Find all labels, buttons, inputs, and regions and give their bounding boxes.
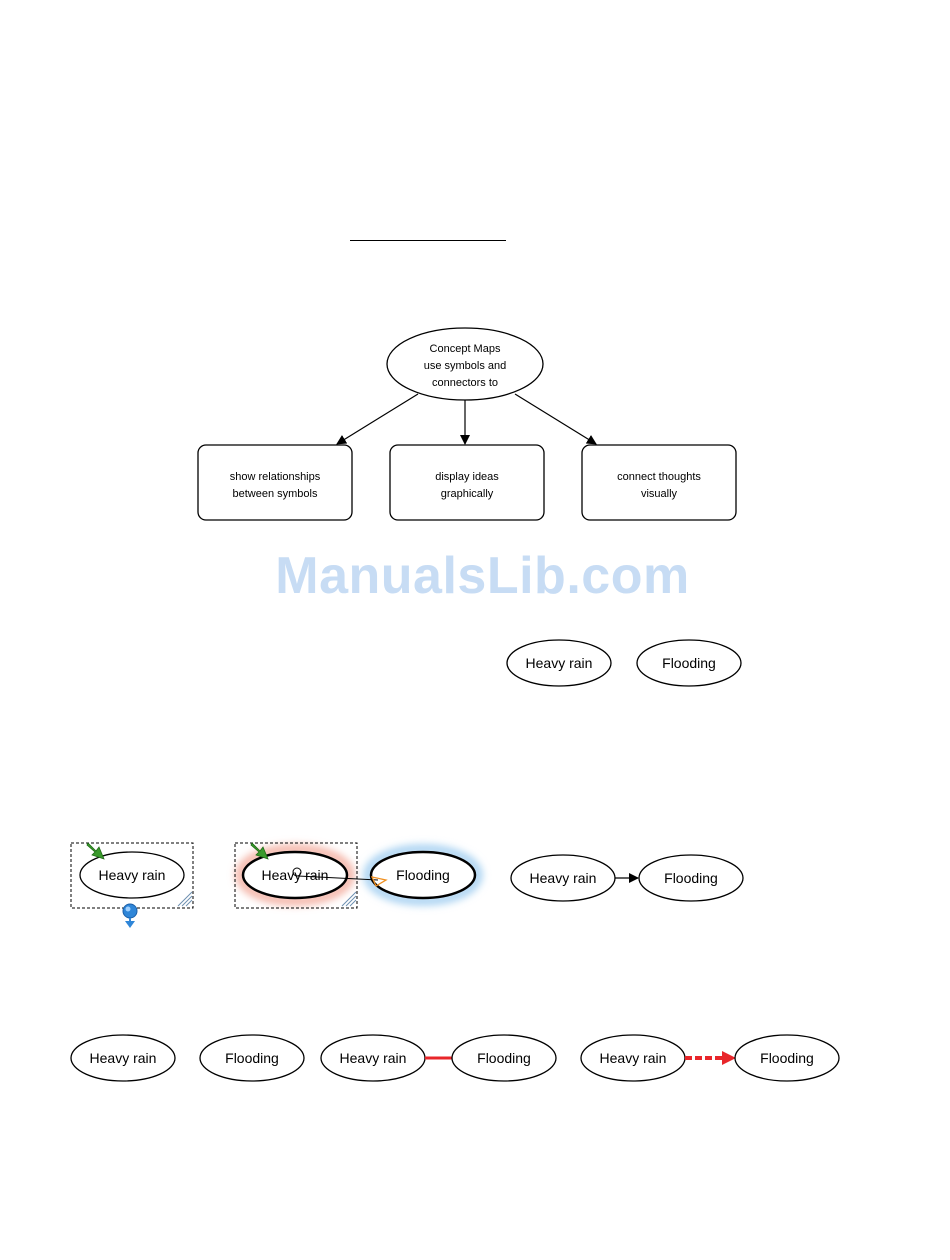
connector-right bbox=[515, 394, 596, 444]
svg-text:visually: visually bbox=[641, 488, 678, 500]
center-node-line-2: use symbols and bbox=[424, 360, 507, 372]
center-node-line-1: Concept Maps bbox=[430, 343, 501, 355]
svg-text:Heavy rain: Heavy rain bbox=[600, 1050, 667, 1066]
step-connected-result: Heavy rain Flooding bbox=[511, 855, 743, 901]
svg-text:Heavy rain: Heavy rain bbox=[90, 1050, 157, 1066]
box-ideas-line-1: display ideas bbox=[435, 471, 499, 483]
connector-left bbox=[337, 394, 418, 444]
step-drag-connector: Heavy rain Flooding bbox=[235, 843, 478, 908]
flooding-label: Flooding bbox=[396, 867, 450, 883]
green-arrow-icon[interactable] bbox=[87, 843, 104, 859]
heavy-rain-label: Heavy rain bbox=[526, 655, 593, 671]
svg-text:Flooding: Flooding bbox=[477, 1050, 531, 1066]
box-thoughts-line-2: visually bbox=[641, 488, 678, 500]
svg-text:use symbols and: use symbols and bbox=[424, 360, 507, 372]
heavy-rain-label: Heavy rain bbox=[340, 1050, 407, 1066]
svg-text:Flooding: Flooding bbox=[225, 1050, 279, 1066]
svg-text:Flooding: Flooding bbox=[396, 867, 450, 883]
box-ideas-line-2: graphically bbox=[441, 488, 494, 500]
flooding-label: Flooding bbox=[225, 1050, 279, 1066]
heavy-rain-label: Heavy rain bbox=[600, 1050, 667, 1066]
watermark: ManualsLib.com bbox=[0, 546, 950, 606]
heavy-rain-label: Heavy rain bbox=[530, 870, 597, 886]
svg-text:Flooding: Flooding bbox=[662, 655, 716, 671]
svg-text:connectors to: connectors to bbox=[432, 377, 498, 389]
svg-text:Heavy rain: Heavy rain bbox=[99, 867, 166, 883]
link-style-examples: Heavy rain Flooding Heavy rain Flooding … bbox=[71, 1035, 839, 1081]
svg-text:display ideas: display ideas bbox=[435, 471, 499, 483]
box-relationships-line-1: show relationships bbox=[230, 471, 321, 483]
svg-text:graphically: graphically bbox=[441, 488, 494, 500]
resize-handle-icon[interactable] bbox=[178, 892, 192, 906]
heavy-rain-label: Heavy rain bbox=[99, 867, 166, 883]
connector-handle-icon[interactable] bbox=[123, 904, 137, 928]
box-relationships-line-2: between symbols bbox=[233, 488, 318, 500]
two-symbols-example: Heavy rain Flooding bbox=[507, 640, 741, 686]
svg-text:Concept Maps: Concept Maps bbox=[430, 343, 501, 355]
svg-text:Heavy rain: Heavy rain bbox=[530, 870, 597, 886]
svg-text:Heavy rain: Heavy rain bbox=[340, 1050, 407, 1066]
svg-text:connect thoughts: connect thoughts bbox=[617, 471, 701, 483]
resize-handle-icon[interactable] bbox=[342, 892, 356, 906]
svg-text:Flooding: Flooding bbox=[760, 1050, 814, 1066]
concept-map-diagram: Concept Maps use symbols and connectors … bbox=[198, 328, 736, 520]
svg-text:show relationships: show relationships bbox=[230, 471, 321, 483]
step-select-symbol: Heavy rain bbox=[71, 843, 193, 928]
flooding-label: Flooding bbox=[477, 1050, 531, 1066]
box-thoughts-line-1: connect thoughts bbox=[617, 471, 701, 483]
svg-text:between symbols: between symbols bbox=[233, 488, 318, 500]
svg-text:Heavy rain: Heavy rain bbox=[526, 655, 593, 671]
svg-text:Flooding: Flooding bbox=[664, 870, 718, 886]
flooding-label: Flooding bbox=[664, 870, 718, 886]
heavy-rain-label: Heavy rain bbox=[90, 1050, 157, 1066]
center-node-line-3: connectors to bbox=[432, 377, 498, 389]
flooding-label: Flooding bbox=[760, 1050, 814, 1066]
flooding-label: Flooding bbox=[662, 655, 716, 671]
